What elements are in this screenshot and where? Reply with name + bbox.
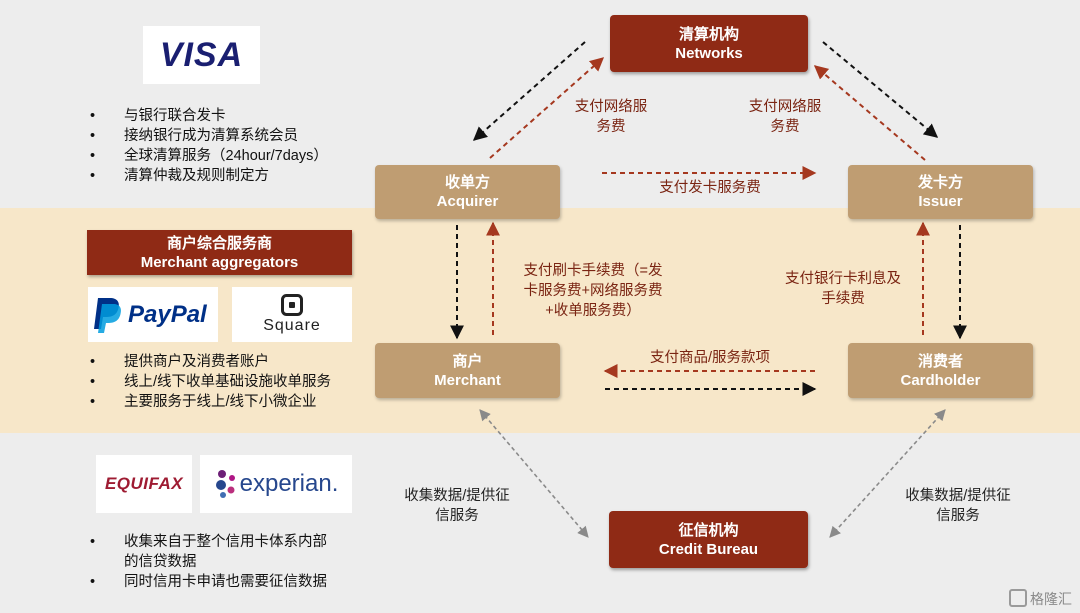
arrow-acquirer-to-networks xyxy=(489,57,605,159)
arrow-networks-to-acquirer xyxy=(472,41,586,141)
paypal-logo: PayPal xyxy=(88,287,218,342)
visa-bullets: 与银行联合发卡 接纳银行成为清算系统会员 全球清算服务（24hour/7days… xyxy=(90,106,390,186)
aggregator-bullets: 提供商户及消费者账户 线上/线下收单基础设施收单服务 主要服务于线上/线下小微企… xyxy=(90,352,390,412)
label-issuer-fee: 支付发卡服务费 xyxy=(659,180,761,196)
paypal-p-icon xyxy=(94,297,121,333)
equifax-logo: EQUIFAX xyxy=(96,455,192,513)
watermark: 格隆汇 xyxy=(1009,589,1072,609)
list-item: 线上/线下收单基础设施收单服务 xyxy=(90,372,390,392)
label-bank-interest: 支付银行卡利息及 手续费 xyxy=(785,271,901,307)
label-credit-left: 收集数据/提供征 信服务 xyxy=(404,488,510,524)
acquirer-node: 收单方 Acquirer xyxy=(375,165,560,219)
list-item: 与银行联合发卡 xyxy=(90,106,390,126)
merchant-aggregators-header: 商户综合服务商 Merchant aggregators xyxy=(87,230,352,275)
label-network-fee-right: 支付网络服 务费 xyxy=(748,99,822,135)
issuer-node: 发卡方 Issuer xyxy=(848,165,1033,219)
square-logo: Square xyxy=(232,287,352,342)
list-item: 提供商户及消费者账户 xyxy=(90,352,390,372)
merchant-node: 商户 Merchant xyxy=(375,343,560,398)
watermark-icon xyxy=(1009,589,1027,607)
arrow-networks-to-issuer xyxy=(822,41,939,138)
label-goods-payment: 支付商品/服务款项 xyxy=(649,350,771,366)
label-swipe-fee: 支付刷卡手续费（=发 卡服务费+网络服务费 +收单服务费） xyxy=(523,263,663,319)
list-item: 全球清算服务（24hour/7days） xyxy=(90,146,390,166)
list-item: 收集来自于整个信用卡体系内部 的信贷数据 xyxy=(90,532,390,572)
label-network-fee-left: 支付网络服 务费 xyxy=(574,99,648,135)
list-item: 主要服务于线上/线下小微企业 xyxy=(90,392,390,412)
cardholder-node: 消费者 Cardholder xyxy=(848,343,1033,398)
list-item: 同时信用卡申请也需要征信数据 xyxy=(90,572,390,592)
list-item: 清算仲裁及规则制定方 xyxy=(90,166,390,186)
visa-logo: VISA xyxy=(143,26,260,84)
credit-bureau-node: 征信机构 Credit Bureau xyxy=(609,511,808,568)
experian-dots-icon xyxy=(215,470,235,498)
label-credit-right: 收集数据/提供征 信服务 xyxy=(905,488,1011,524)
experian-logo: experian. xyxy=(200,455,352,513)
networks-node: 清算机构 Networks xyxy=(610,15,808,72)
arrow-cardholder-bureau xyxy=(829,409,946,538)
bureau-bullets: 收集来自于整个信用卡体系内部 的信贷数据 同时信用卡申请也需要征信数据 xyxy=(90,532,390,592)
arrow-issuer-to-networks xyxy=(813,65,926,161)
list-item: 接纳银行成为清算系统会员 xyxy=(90,126,390,146)
square-icon xyxy=(281,294,303,316)
